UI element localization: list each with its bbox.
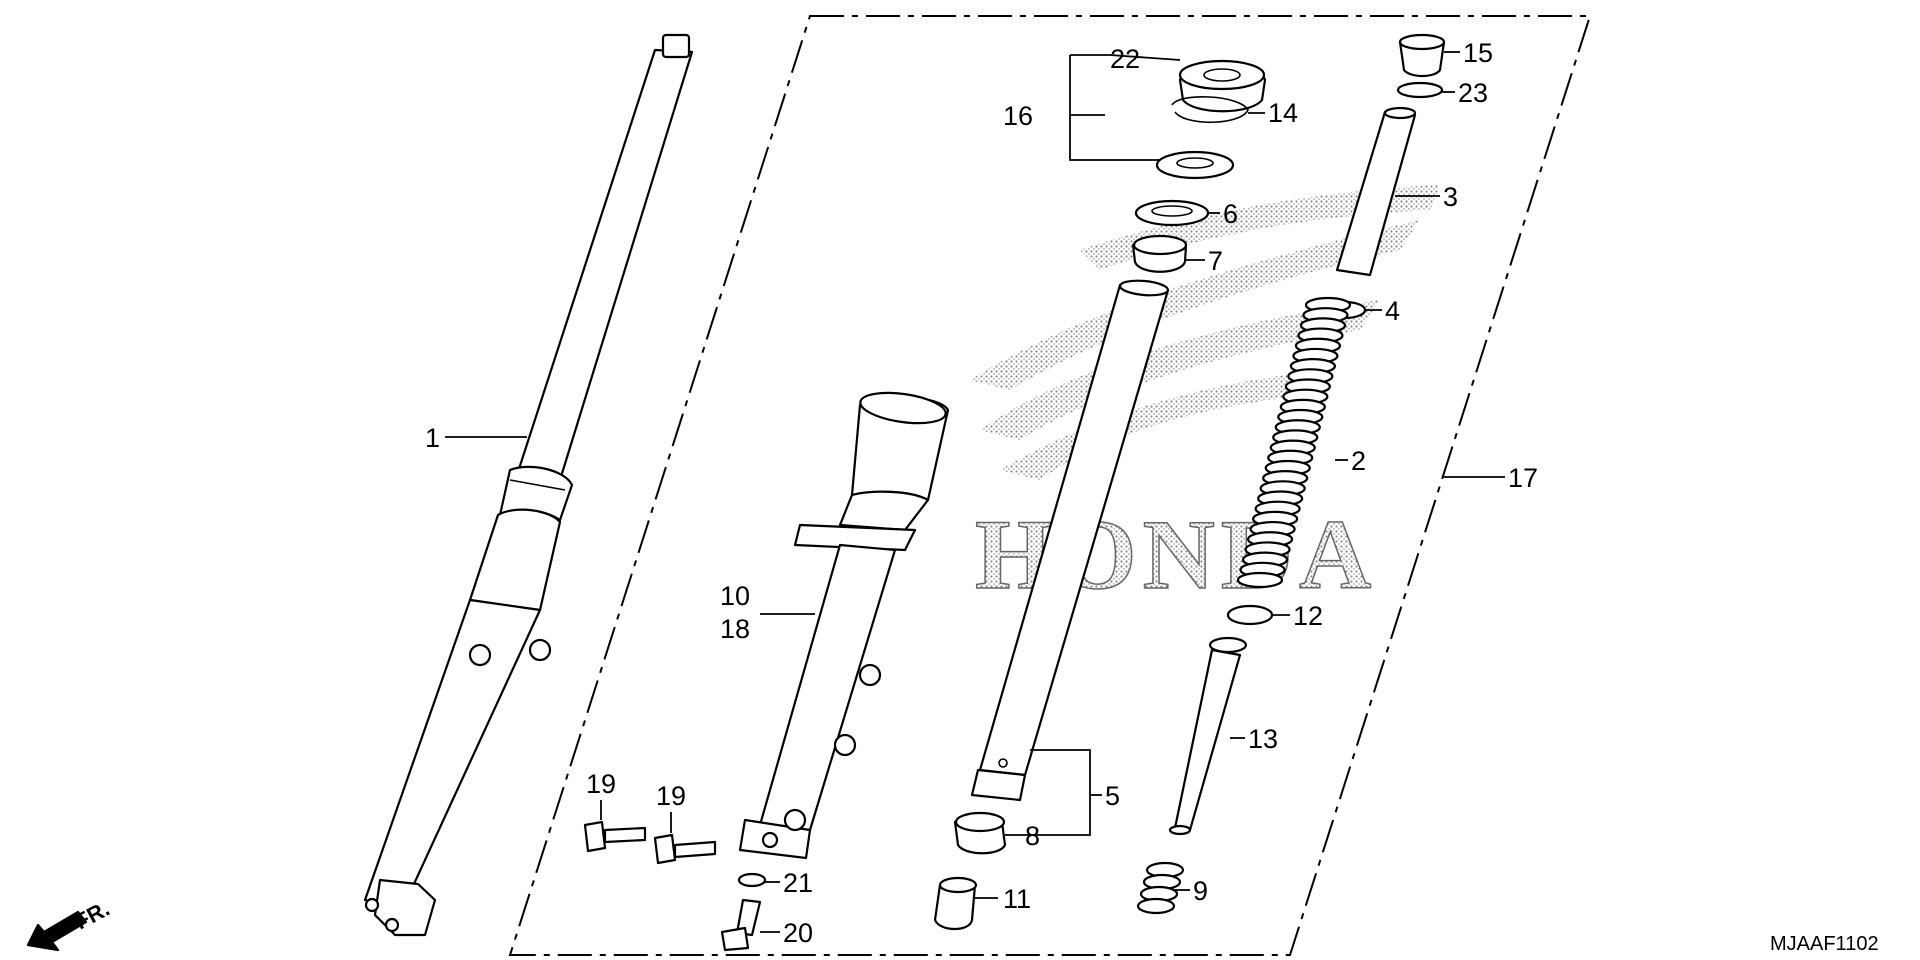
drawing-code: MJAAF1102: [1770, 933, 1879, 955]
part-2-fork-spring: [1236, 296, 1352, 589]
part-22-dust-seal: [1178, 59, 1267, 113]
callout-12: 12: [1293, 601, 1323, 631]
part-20-socket-bolt: [720, 898, 762, 952]
callout-19a: 19: [586, 769, 616, 799]
part-8-guide-bushing: [953, 811, 1007, 855]
part-6-back-up-ring: [1134, 199, 1210, 227]
callout-3: 3: [1443, 182, 1458, 212]
part-16-oil-seal: [1155, 150, 1235, 180]
leader-lines: [445, 51, 1505, 933]
callout-10: 10: [720, 581, 750, 611]
callout-22: 22: [1110, 44, 1140, 74]
part-12-piston-ring: [1226, 604, 1274, 626]
callout-4: 4: [1385, 296, 1400, 326]
callout-11: 11: [1003, 884, 1031, 914]
callout-8: 8: [1025, 821, 1040, 851]
part-3-spacer: [1335, 106, 1417, 277]
assembly-frame: [508, 15, 1592, 956]
callout-7: 7: [1208, 246, 1223, 276]
part-10-fork-slider: [738, 391, 950, 860]
part-9-rebound-spring: [1136, 861, 1185, 915]
part-19-bolt-b: [653, 833, 717, 865]
part-21-sealing-washer: [737, 872, 767, 888]
callout-23: 23: [1458, 78, 1488, 108]
spring-coil: [1236, 571, 1284, 589]
part-13-fork-piston: [1168, 636, 1248, 836]
part-11-oil-lock-piece: [933, 876, 978, 931]
callout-labels: 1 22 16 14 6 7 15 23 3 4 2 17 12 13 10 1…: [425, 38, 1538, 948]
callout-17: 17: [1508, 463, 1538, 493]
callout-9: 9: [1193, 876, 1208, 906]
part-23-o-ring: [1396, 81, 1444, 99]
callout-21: 21: [783, 868, 813, 898]
callout-6: 6: [1223, 199, 1238, 229]
part-15-fork-bolt: [1398, 33, 1446, 78]
callout-18: 18: [720, 614, 750, 644]
part-14-stop-ring: [1171, 96, 1249, 124]
callout-1: 1: [425, 423, 440, 453]
part-1-fork-assembly: [363, 33, 694, 937]
callout-15: 15: [1463, 38, 1493, 68]
callout-5: 5: [1105, 781, 1120, 811]
front-direction-arrow: FR.: [26, 896, 114, 952]
callout-16: 16: [1003, 101, 1033, 131]
part-5-fork-tube: [970, 279, 1170, 802]
callout-19b: 19: [656, 781, 686, 811]
callout-13: 13: [1248, 724, 1278, 754]
part-7-slider-bushing: [1131, 234, 1188, 273]
honda-wing-watermark: HONDA: [970, 185, 1440, 611]
part-19-bolt-a: [583, 820, 647, 853]
callout-20: 20: [783, 918, 813, 948]
callout-2: 2: [1351, 446, 1366, 476]
front-indicator-text: FR.: [71, 896, 114, 935]
callout-14: 14: [1268, 98, 1298, 128]
